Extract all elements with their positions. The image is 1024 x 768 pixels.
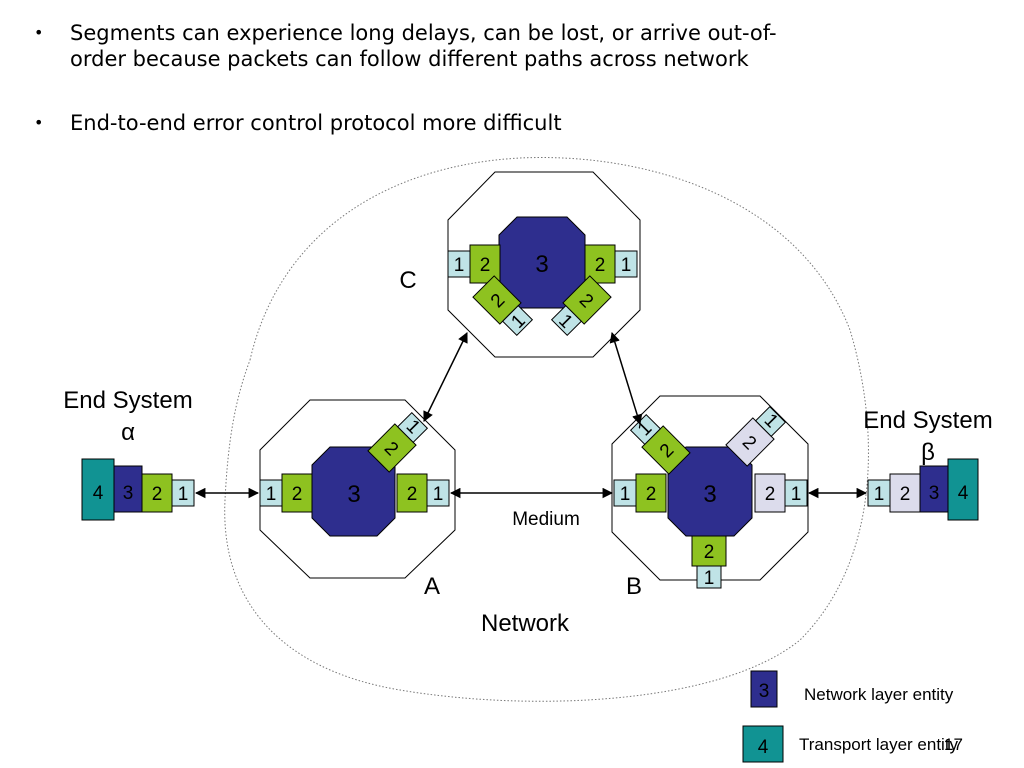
layer-1-label: 1 (178, 484, 189, 505)
layer-1-label: 1 (704, 568, 715, 589)
layer-3-label: 3 (929, 483, 940, 504)
layer1-box (171, 479, 195, 507)
link-c-b (609, 331, 643, 426)
layer2-box-pale (754, 473, 786, 513)
beta-symbol: β (921, 439, 935, 466)
router-c: 3 1 2 2 1 2 1 2 1 (447, 171, 641, 358)
bullet-item: • End-to-end error control protocol more… (34, 110, 790, 136)
layer-2-label: 2 (900, 484, 911, 505)
layer-3-label: 3 (347, 481, 360, 508)
layer1-box (696, 565, 722, 589)
legend-transport-label: Transport layer entity (799, 735, 959, 754)
layer2-box (281, 473, 313, 513)
router-b-label: B (626, 573, 642, 600)
layer-2-label: 2 (704, 542, 715, 563)
network-boundary (224, 157, 869, 702)
legend-network-label: Network layer entity (804, 685, 954, 704)
layer4-box (947, 458, 979, 521)
layer1-box (501, 304, 534, 337)
legend-network-swatch (750, 670, 778, 708)
angled-port: 2 1 (550, 275, 612, 337)
layer-4-label: 4 (93, 483, 104, 504)
layer-1-label: 1 (454, 255, 465, 276)
layer2-box (141, 473, 173, 513)
layer-2-label: 2 (407, 484, 418, 505)
layer-1-label: 1 (620, 484, 631, 505)
legend: 3 Network layer entity 4 Transport layer… (742, 670, 959, 763)
layer1-box (784, 479, 808, 507)
router-b: 3 1 2 2 1 2 1 2 1 2 1 (611, 395, 809, 589)
layer-2-label: 2 (152, 484, 163, 505)
link-a-c (423, 332, 468, 422)
layer-3-label: 3 (123, 483, 134, 504)
layer-4-label: 4 (958, 483, 969, 504)
bullet-text: End-to-end error control protocol more d… (70, 111, 562, 135)
end-system-alpha-label: End System (63, 387, 192, 414)
layer4-box (81, 458, 115, 521)
layer-2-label: 2 (595, 255, 606, 276)
angled-port: 2 1 (472, 275, 534, 337)
layer-2-label: 2 (646, 484, 657, 505)
layer3-box (919, 465, 949, 513)
bullet-dot: • (34, 113, 44, 132)
layer2-box (396, 473, 428, 513)
layer1-box (396, 411, 429, 444)
end-system-beta: 1 2 3 4 (867, 458, 979, 521)
bullet-text: Segments can experience long delays, can… (70, 21, 777, 71)
angled-port: 2 1 (367, 411, 429, 473)
bullet-list: • Segments can experience long delays, c… (0, 0, 1024, 150)
layer-4-label: 4 (758, 737, 769, 758)
alpha-symbol: α (121, 419, 135, 446)
router-a: 3 1 2 2 1 2 1 (259, 399, 456, 579)
layer-2-label: 2 (292, 484, 303, 505)
layer-3-label: 3 (535, 251, 548, 278)
layer1-box (426, 479, 450, 507)
bullet-dot: • (34, 23, 44, 42)
layer3-box (113, 465, 143, 513)
legend-transport-swatch (742, 725, 784, 763)
layer-1-label: 1 (874, 484, 885, 505)
layer1-box (550, 304, 583, 337)
medium-label: Medium (512, 509, 580, 530)
angled-port: 2 1 (725, 405, 787, 467)
page-number: 17 (944, 735, 963, 754)
layer-1-label: 1 (621, 255, 632, 276)
bullet-item: • Segments can experience long delays, c… (34, 20, 790, 72)
layer-1-label: 1 (791, 484, 802, 505)
layer-2-label: 2 (480, 255, 491, 276)
end-system-beta-label: End System (863, 407, 992, 434)
layer-2-label: 2 (765, 484, 776, 505)
layer-1-label: 1 (433, 484, 444, 505)
router-a-label: A (424, 573, 440, 600)
layer-3-label: 3 (703, 481, 716, 508)
layer1-box (614, 250, 638, 278)
layer-3-label: 3 (759, 681, 770, 702)
router-c-label: C (399, 267, 416, 294)
layer2-box (691, 535, 727, 567)
layer1-box (754, 405, 787, 438)
end-system-alpha: 4 3 2 1 (81, 458, 195, 521)
layer-1-label: 1 (266, 484, 277, 505)
network-label: Network (481, 610, 570, 637)
layer2-box (635, 473, 667, 513)
